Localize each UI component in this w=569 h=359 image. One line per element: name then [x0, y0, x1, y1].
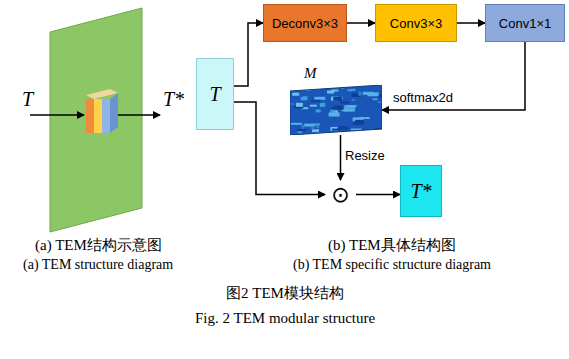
subcaption-en: (a) TEM structure diagram	[23, 257, 173, 273]
flow-arrow	[457, 22, 485, 24]
box-label: Conv1×1	[499, 16, 551, 31]
box-label: Conv3×3	[390, 16, 442, 31]
flow-arrow	[382, 42, 525, 110]
flow-arrow	[340, 135, 342, 180]
map-label: M	[304, 65, 317, 82]
subcaption-cn: (a) TEM结构示意图	[35, 236, 162, 255]
heatmap-image	[290, 85, 382, 135]
input-arrow	[30, 114, 84, 116]
output-arrow	[118, 114, 160, 116]
multiply-symbol: ⊙	[325, 180, 356, 209]
box-label: ⊙	[331, 182, 349, 207]
figure-caption-en: Fig. 2 TEM modular structure	[195, 310, 375, 327]
subcaption-en: (b) TEM specific structure diagram	[293, 257, 491, 273]
attention-map: M	[290, 85, 382, 135]
flow-arrow	[347, 22, 375, 24]
module-cube	[86, 89, 118, 133]
output-label: T*	[163, 88, 184, 111]
flow-arrow	[356, 194, 400, 196]
box-label: T	[209, 83, 220, 106]
conv1-box: Conv1×1	[485, 4, 565, 42]
edge-label: Resize	[344, 148, 386, 163]
feature-slab	[50, 8, 142, 232]
figure-caption-cn: 图2 TEM模块结构	[226, 284, 344, 303]
box-label: T*	[410, 180, 431, 203]
conv3-box: Conv3×3	[375, 4, 457, 42]
output-feature-box: T*	[400, 165, 442, 217]
edge-label: softmax2d	[392, 90, 454, 105]
input-label: T	[22, 88, 33, 111]
deconv-box: Deconv3×3	[263, 4, 347, 42]
input-feature-box: T	[196, 58, 234, 130]
box-label: Deconv3×3	[272, 16, 338, 31]
subcaption-cn: (b) TEM具体结构图	[328, 236, 456, 255]
flow-arrow	[234, 23, 263, 86]
